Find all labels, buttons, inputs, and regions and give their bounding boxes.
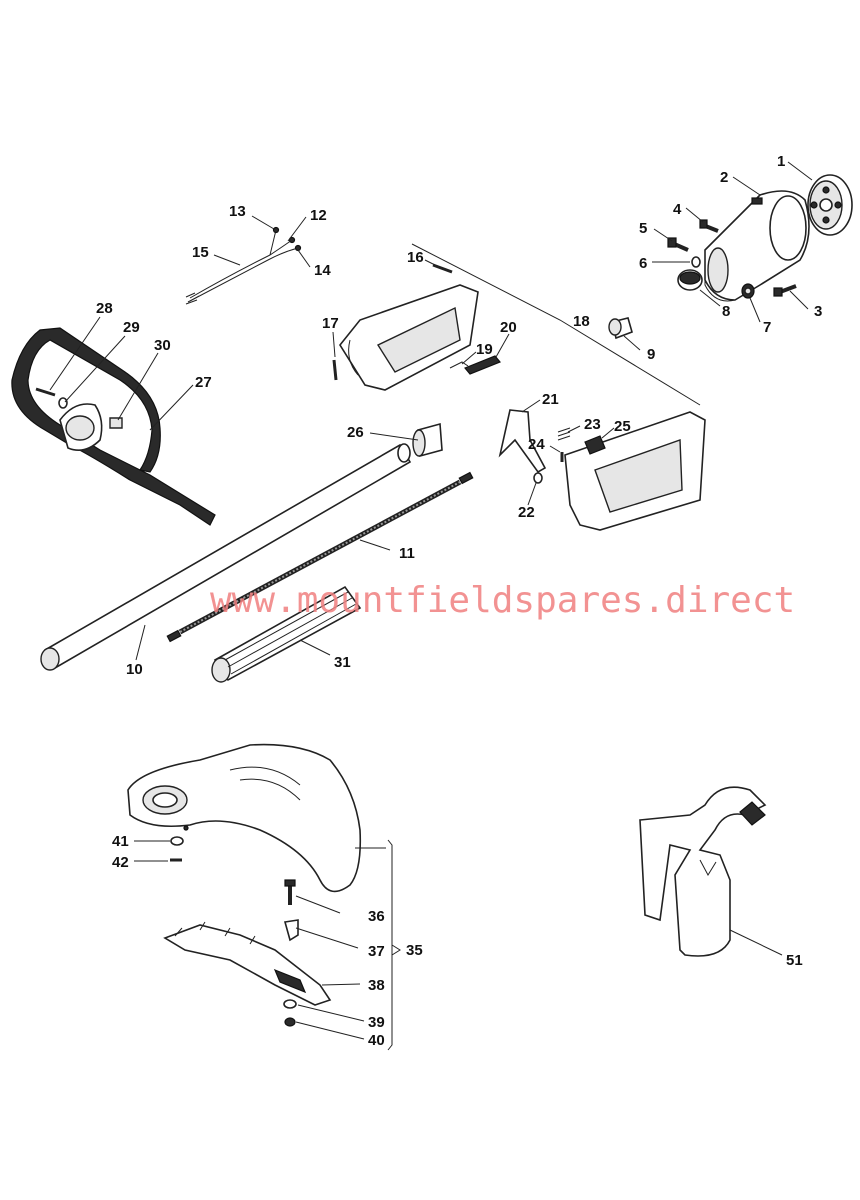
part-5-screw	[667, 237, 689, 252]
label-10: 10	[126, 661, 143, 678]
label-18: 18	[573, 313, 590, 330]
leader-lines	[49, 161, 813, 1040]
label-27: 27	[195, 374, 212, 391]
label-41: 41	[112, 833, 129, 850]
part-40-nut	[284, 1017, 296, 1027]
label-25: 25	[614, 418, 631, 435]
part-31-grip	[211, 585, 362, 683]
label-24: 24	[528, 436, 545, 453]
part-16-screw	[432, 263, 453, 274]
label-23: 23	[584, 416, 601, 433]
part-1-hub	[807, 174, 853, 236]
label-2: 2	[720, 169, 728, 186]
part-36-bolt	[284, 879, 296, 905]
part-19-spring	[449, 361, 469, 369]
part-labels: 1 2 3 4 5 6 7 8 9 10 11 12 13 14 15 16 1…	[96, 153, 822, 1049]
guard-bracket-35	[387, 839, 401, 1051]
part-51-harness	[639, 786, 767, 957]
label-17: 17	[322, 315, 339, 332]
part-39-washer	[283, 999, 297, 1009]
part-21-trigger	[498, 409, 547, 474]
part-41-washer	[170, 836, 184, 846]
label-15: 15	[192, 244, 209, 261]
label-21: 21	[542, 391, 559, 408]
label-16: 16	[407, 249, 424, 266]
label-20: 20	[500, 319, 517, 336]
label-9: 9	[647, 346, 655, 363]
label-6: 6	[639, 255, 647, 272]
handle-housing-lower	[564, 411, 706, 531]
label-37: 37	[368, 943, 385, 960]
handle-housing-upper	[339, 284, 479, 391]
wiring-harness	[185, 226, 302, 305]
guard-assembly	[127, 743, 362, 893]
label-42: 42	[112, 854, 129, 871]
part-3-screw	[773, 284, 797, 297]
label-4: 4	[673, 201, 682, 218]
part-8-ring	[677, 269, 703, 291]
label-14: 14	[314, 262, 331, 279]
label-1: 1	[777, 153, 785, 170]
part-9-knob	[608, 317, 633, 340]
part-7-nut	[741, 283, 755, 299]
label-19: 19	[476, 341, 493, 358]
label-13: 13	[229, 203, 246, 220]
label-30: 30	[154, 337, 171, 354]
label-31: 31	[334, 654, 351, 671]
label-39: 39	[368, 1014, 385, 1031]
label-22: 22	[518, 504, 535, 521]
gear-head-assembly	[608, 174, 853, 340]
part-22-washer	[533, 472, 543, 484]
label-40: 40	[368, 1032, 385, 1049]
label-3: 3	[814, 303, 822, 320]
part-10-tube	[40, 443, 412, 671]
label-5: 5	[639, 220, 647, 237]
part-37-clip	[283, 919, 299, 942]
label-35: 35	[406, 942, 423, 959]
part-11-drive-shaft	[166, 471, 474, 643]
watermark-text: www.mountfieldspares.direct	[210, 580, 795, 621]
label-11: 11	[399, 545, 415, 562]
loop-handle	[11, 327, 216, 526]
label-51: 51	[786, 952, 803, 969]
part-25-switch	[584, 435, 606, 455]
label-29: 29	[123, 319, 140, 336]
part-38-blade-holder	[163, 921, 332, 1006]
label-8: 8	[722, 303, 730, 320]
assembly-bracket-18	[411, 243, 701, 406]
label-38: 38	[368, 977, 385, 994]
part-23-spring	[557, 427, 571, 441]
part-4-screw	[699, 219, 719, 233]
label-28: 28	[96, 300, 113, 317]
part-26-sleeve	[412, 422, 443, 458]
part-2-gear-housing	[704, 190, 810, 302]
label-12: 12	[310, 207, 327, 224]
label-26: 26	[347, 424, 364, 441]
part-20-lever	[464, 355, 501, 375]
label-36: 36	[368, 908, 385, 925]
part-17-screw	[332, 359, 338, 381]
label-7: 7	[763, 319, 771, 336]
part-6-washer	[691, 256, 701, 268]
